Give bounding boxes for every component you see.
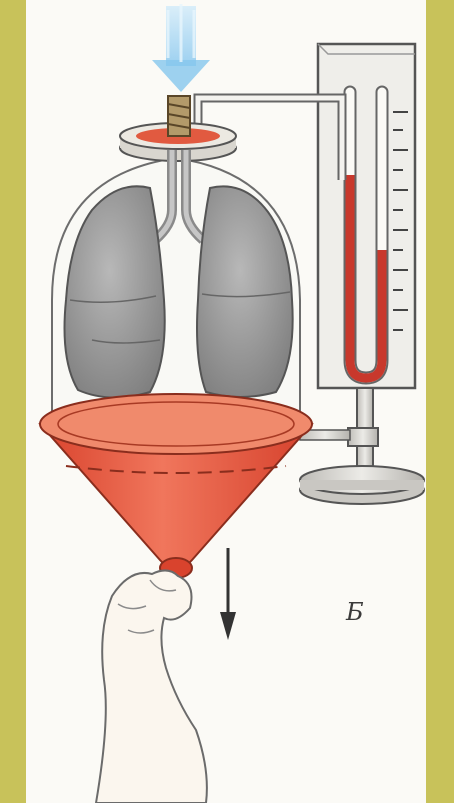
rubber-membrane (40, 394, 312, 578)
manometer (300, 44, 424, 504)
air-inflow-arrows-icon (152, 4, 210, 92)
down-arrow-icon (220, 548, 236, 640)
panel-label: Б (346, 598, 364, 626)
hand-icon (96, 570, 207, 803)
